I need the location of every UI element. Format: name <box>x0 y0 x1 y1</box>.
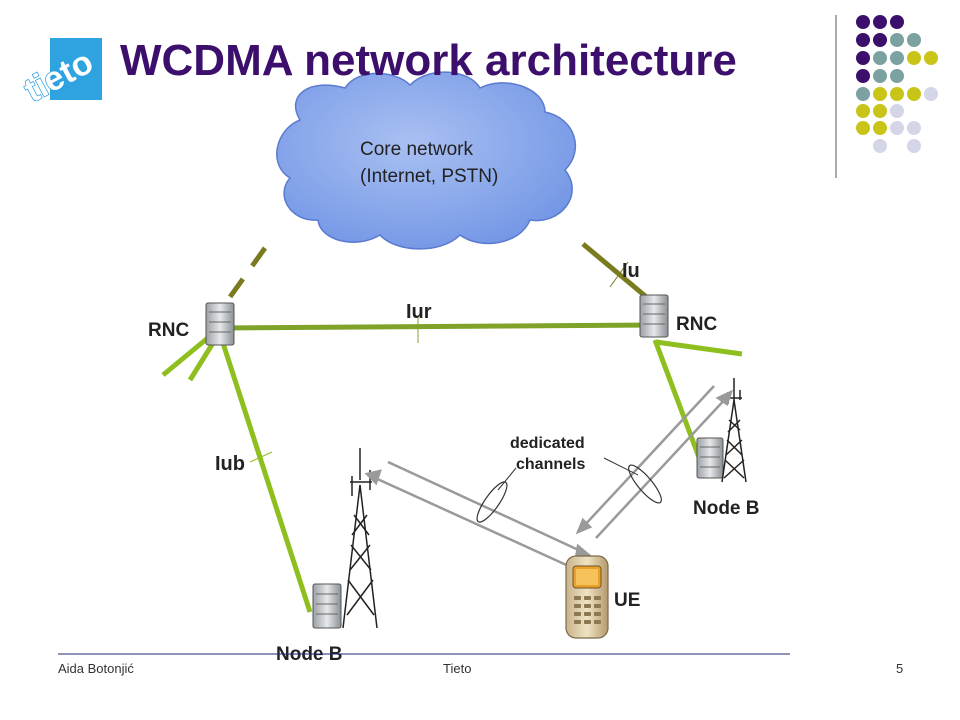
ue-phone-icon <box>565 555 609 639</box>
footer-company: Tieto <box>443 661 472 676</box>
core-network-label-line2: (Internet, PSTN) <box>360 166 498 187</box>
iur-label: Iur <box>406 301 432 323</box>
channels-callout-line-right <box>603 457 639 476</box>
node-b-right-label: Node B <box>693 498 760 519</box>
radio-link-left <box>364 460 593 570</box>
core-network-label-line1: Core network <box>360 139 473 160</box>
node-b-right-rack-icon <box>696 437 724 479</box>
radio-link-right <box>575 385 734 539</box>
rnc-right-label: RNC <box>676 314 717 335</box>
channels-callout-line-left <box>497 467 517 491</box>
iur-link <box>217 322 654 331</box>
tieto-logo: tieto <box>17 38 102 111</box>
decorative-dot-grid <box>856 15 938 153</box>
dedicated-channels-label-line2: channels <box>516 456 585 473</box>
channel-bundle-left <box>476 481 508 523</box>
iub-link <box>219 339 313 613</box>
rnc-left-label: RNC <box>148 320 189 341</box>
core-network-cloud <box>276 71 576 250</box>
rnc-right-rack-icon <box>639 294 669 338</box>
slide-title: WCDMA network architecture <box>120 36 737 85</box>
iu-label: Iu <box>622 260 640 282</box>
logo-square <box>50 38 102 100</box>
footer-author: Aida Botonjić <box>58 661 134 676</box>
iu-tick <box>609 261 629 288</box>
dedicated-channels-label-line1: dedicated <box>510 435 585 452</box>
ue-label: UE <box>614 590 640 611</box>
channel-bundle-right <box>628 464 662 504</box>
iu-link-right <box>581 242 652 302</box>
rnc-right-stub <box>655 339 743 357</box>
rnc-left-rack-icon <box>205 302 235 346</box>
iu-link-left <box>212 246 268 320</box>
node-b-left-rack-icon <box>312 583 342 629</box>
iub-tick <box>249 451 273 463</box>
iub-label: Iub <box>215 453 245 475</box>
iub-link-right <box>652 339 703 461</box>
antenna-tower-left-icon <box>342 448 378 629</box>
footer-page-number: 5 <box>896 661 904 676</box>
